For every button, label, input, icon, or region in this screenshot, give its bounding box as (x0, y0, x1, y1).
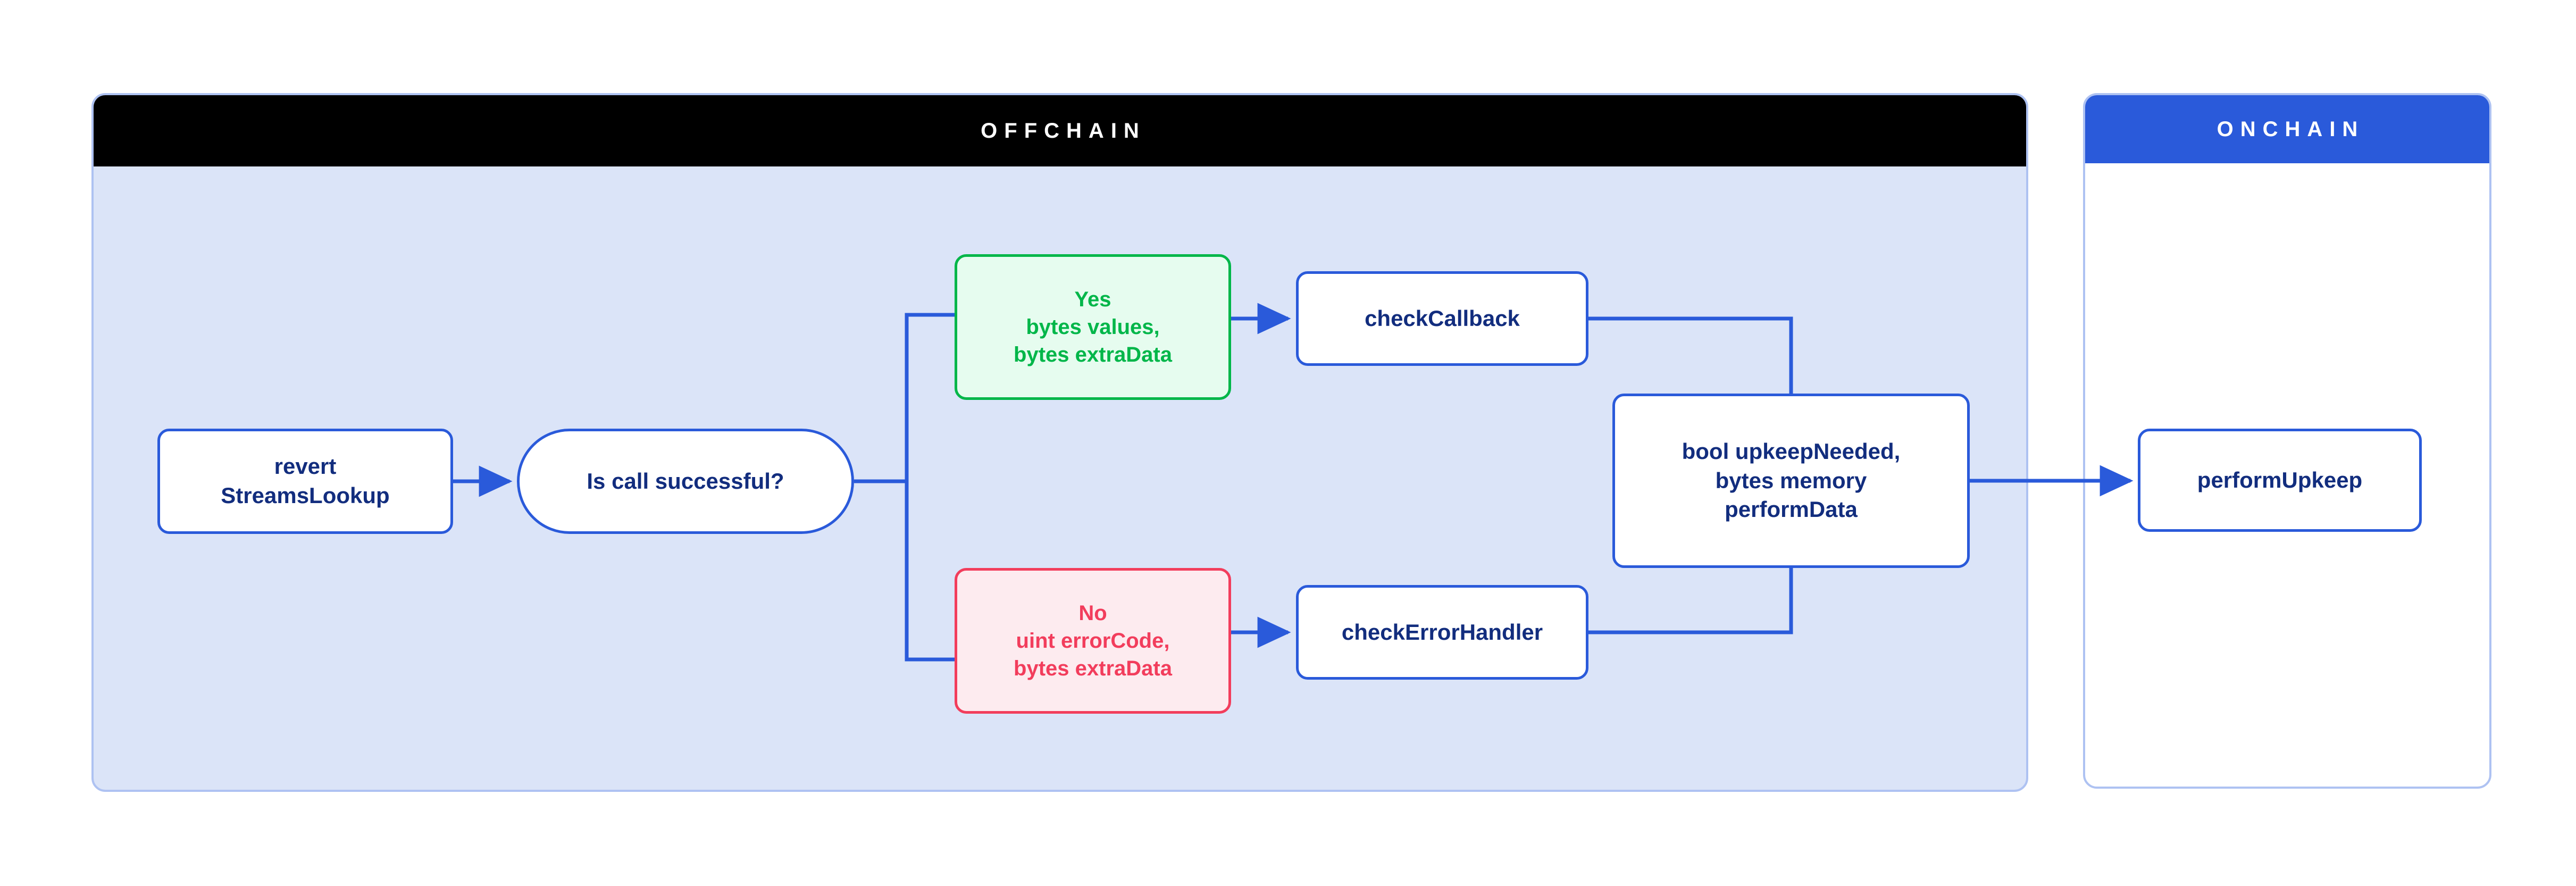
node-yes-branch[interactable]: Yes bytes values, bytes extraData (955, 254, 1231, 400)
node-check-error-handler[interactable]: checkErrorHandler (1296, 585, 1588, 680)
node-revert-streamslookup[interactable]: revert StreamsLookup (157, 429, 453, 534)
panel-offchain-title: OFFCHAIN (94, 95, 2026, 166)
node-no-branch[interactable]: No uint errorCode, bytes extraData (955, 568, 1231, 714)
panel-onchain-title: ONCHAIN (2085, 95, 2489, 163)
node-check-callback[interactable]: checkCallback (1296, 271, 1588, 366)
node-upkeep-needed-perform-data[interactable]: bool upkeepNeeded, bytes memory performD… (1612, 394, 1970, 568)
node-is-call-successful[interactable]: Is call successful? (517, 429, 854, 534)
node-perform-upkeep[interactable]: performUpkeep (2138, 429, 2422, 532)
